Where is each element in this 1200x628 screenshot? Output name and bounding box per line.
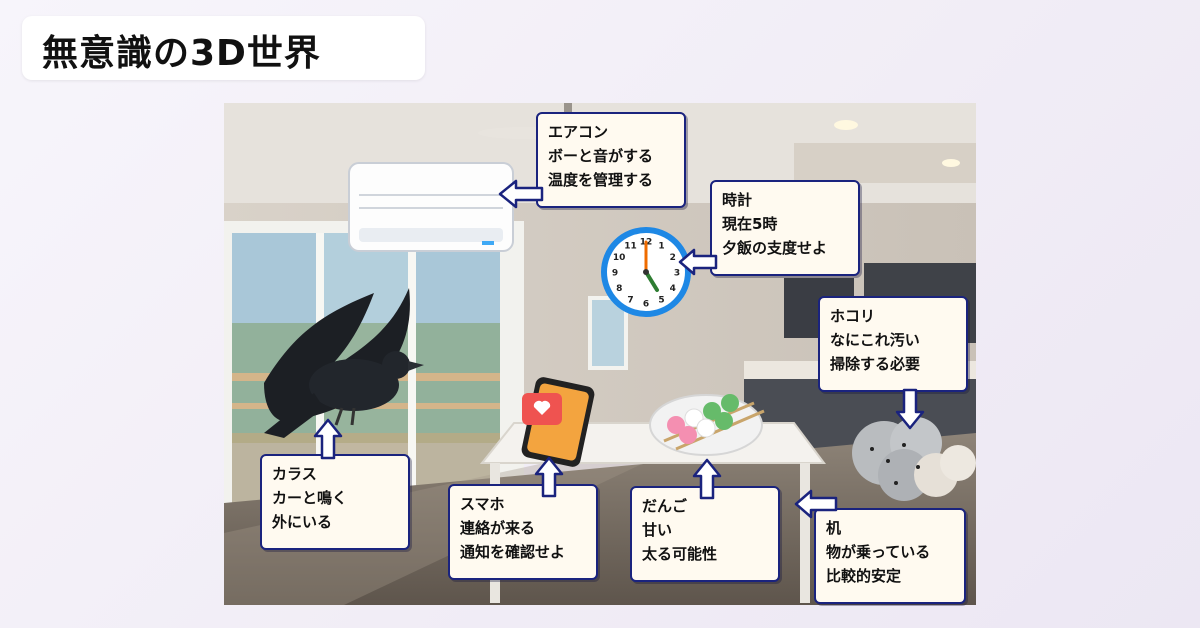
clock-number: 6 — [643, 300, 649, 310]
phone-arrow-icon — [534, 456, 564, 498]
phone-label: スマホ 連絡が来る 通知を確認せよ — [448, 484, 598, 580]
smartphone-illustration — [521, 377, 595, 467]
clock-number: 8 — [616, 284, 622, 294]
clock-number: 9 — [612, 269, 618, 279]
page-title: 無意識の3D世界 — [42, 33, 321, 74]
dust-label-line-2: なにこれ汚い — [830, 331, 920, 349]
clock-number: 2 — [670, 253, 676, 263]
clock-number: 5 — [658, 295, 664, 305]
desk-label-line-2: 物が乗っている — [826, 543, 931, 561]
dango-label: だんご 甘い 太る可能性 — [630, 486, 780, 582]
clock-number: 4 — [670, 284, 676, 294]
clock-number: 10 — [613, 253, 626, 263]
clock-illustration: 121234567891011 — [601, 227, 691, 317]
phone-label-line-3: 通知を確認せよ — [460, 543, 566, 561]
aircon-label-line-2: ボーと音がする — [548, 147, 654, 165]
title-box: 無意識の3D世界 — [22, 16, 425, 80]
aircon-arrow-icon — [498, 179, 544, 209]
clock-number: 7 — [627, 295, 633, 305]
clock-label-line-2: 現在5時 — [722, 215, 778, 233]
clock-label-line-1: 時計 — [722, 191, 753, 209]
clock-number: 1 — [658, 242, 664, 252]
dust-label-line-1: ホコリ — [830, 307, 876, 325]
aircon-illustration — [348, 162, 514, 252]
phone-label-line-1: スマホ — [460, 495, 505, 513]
clock-number: 3 — [674, 269, 680, 279]
dust-arrow-icon — [895, 388, 925, 430]
clock-arrow-icon — [678, 248, 718, 276]
crow-label-line-1: カラス — [272, 465, 317, 483]
aircon-label-line-3: 温度を管理する — [548, 171, 654, 189]
crow-label-line-2: カーと鳴く — [272, 489, 348, 507]
clock-label-line-3: 夕飯の支度せよ — [722, 239, 828, 257]
desk-label-line-1: 机 — [826, 519, 842, 537]
crow-arrow-icon — [313, 418, 343, 460]
aircon-label: エアコン ボーと音がする 温度を管理する — [536, 112, 686, 208]
crow-label: カラス カーと鳴く 外にいる — [260, 454, 410, 550]
dango-illustration — [649, 394, 765, 456]
dango-label-line-1: だんご — [642, 497, 688, 515]
desk-arrow-icon — [794, 489, 838, 519]
dango-label-line-2: 甘い — [642, 521, 673, 539]
crow-illustration — [264, 288, 424, 438]
dust-illustration — [852, 417, 976, 501]
dust-label-line-3: 掃除する必要 — [830, 355, 921, 373]
dango-label-line-3: 太る可能性 — [642, 545, 718, 563]
desk-label: 机 物が乗っている 比較的安定 — [814, 508, 966, 604]
dango-arrow-icon — [692, 458, 722, 500]
clock-label: 時計 現在5時 夕飯の支度せよ — [710, 180, 860, 276]
aircon-label-line-1: エアコン — [548, 123, 609, 141]
crow-label-line-3: 外にいる — [272, 513, 333, 531]
clock-number: 11 — [624, 242, 637, 252]
dust-label: ホコリ なにこれ汚い 掃除する必要 — [818, 296, 968, 392]
desk-label-line-3: 比較的安定 — [826, 567, 902, 585]
phone-label-line-2: 連絡が来る — [460, 519, 536, 537]
